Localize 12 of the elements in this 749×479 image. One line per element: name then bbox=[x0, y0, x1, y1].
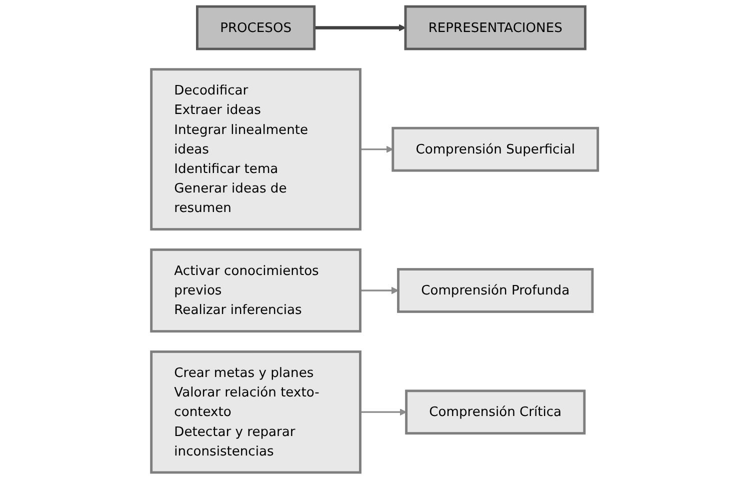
arrow bbox=[314, 24, 406, 32]
node-box: Decodificar Extraer ideas Integrar linealmente ideas Identificar tema Generar ideas de resumen bbox=[150, 68, 362, 231]
node-box: PROCESOS bbox=[196, 5, 316, 50]
node-box: Comprensión Crítica bbox=[405, 390, 586, 435]
arrow bbox=[360, 146, 394, 153]
arrow bbox=[360, 286, 398, 294]
node-box: Activar conocimientos previos Realizar inferencias bbox=[150, 248, 362, 333]
node-box: Comprensión Profunda bbox=[396, 268, 594, 313]
node-box: REPRESENTACIONES bbox=[404, 5, 586, 50]
arrow bbox=[360, 408, 407, 416]
node-box: Crear metas y planes Valorar relación texto-contexto Detectar y reparar inconsistencias bbox=[150, 350, 362, 474]
node-box: Comprensión Superficial bbox=[392, 126, 599, 172]
